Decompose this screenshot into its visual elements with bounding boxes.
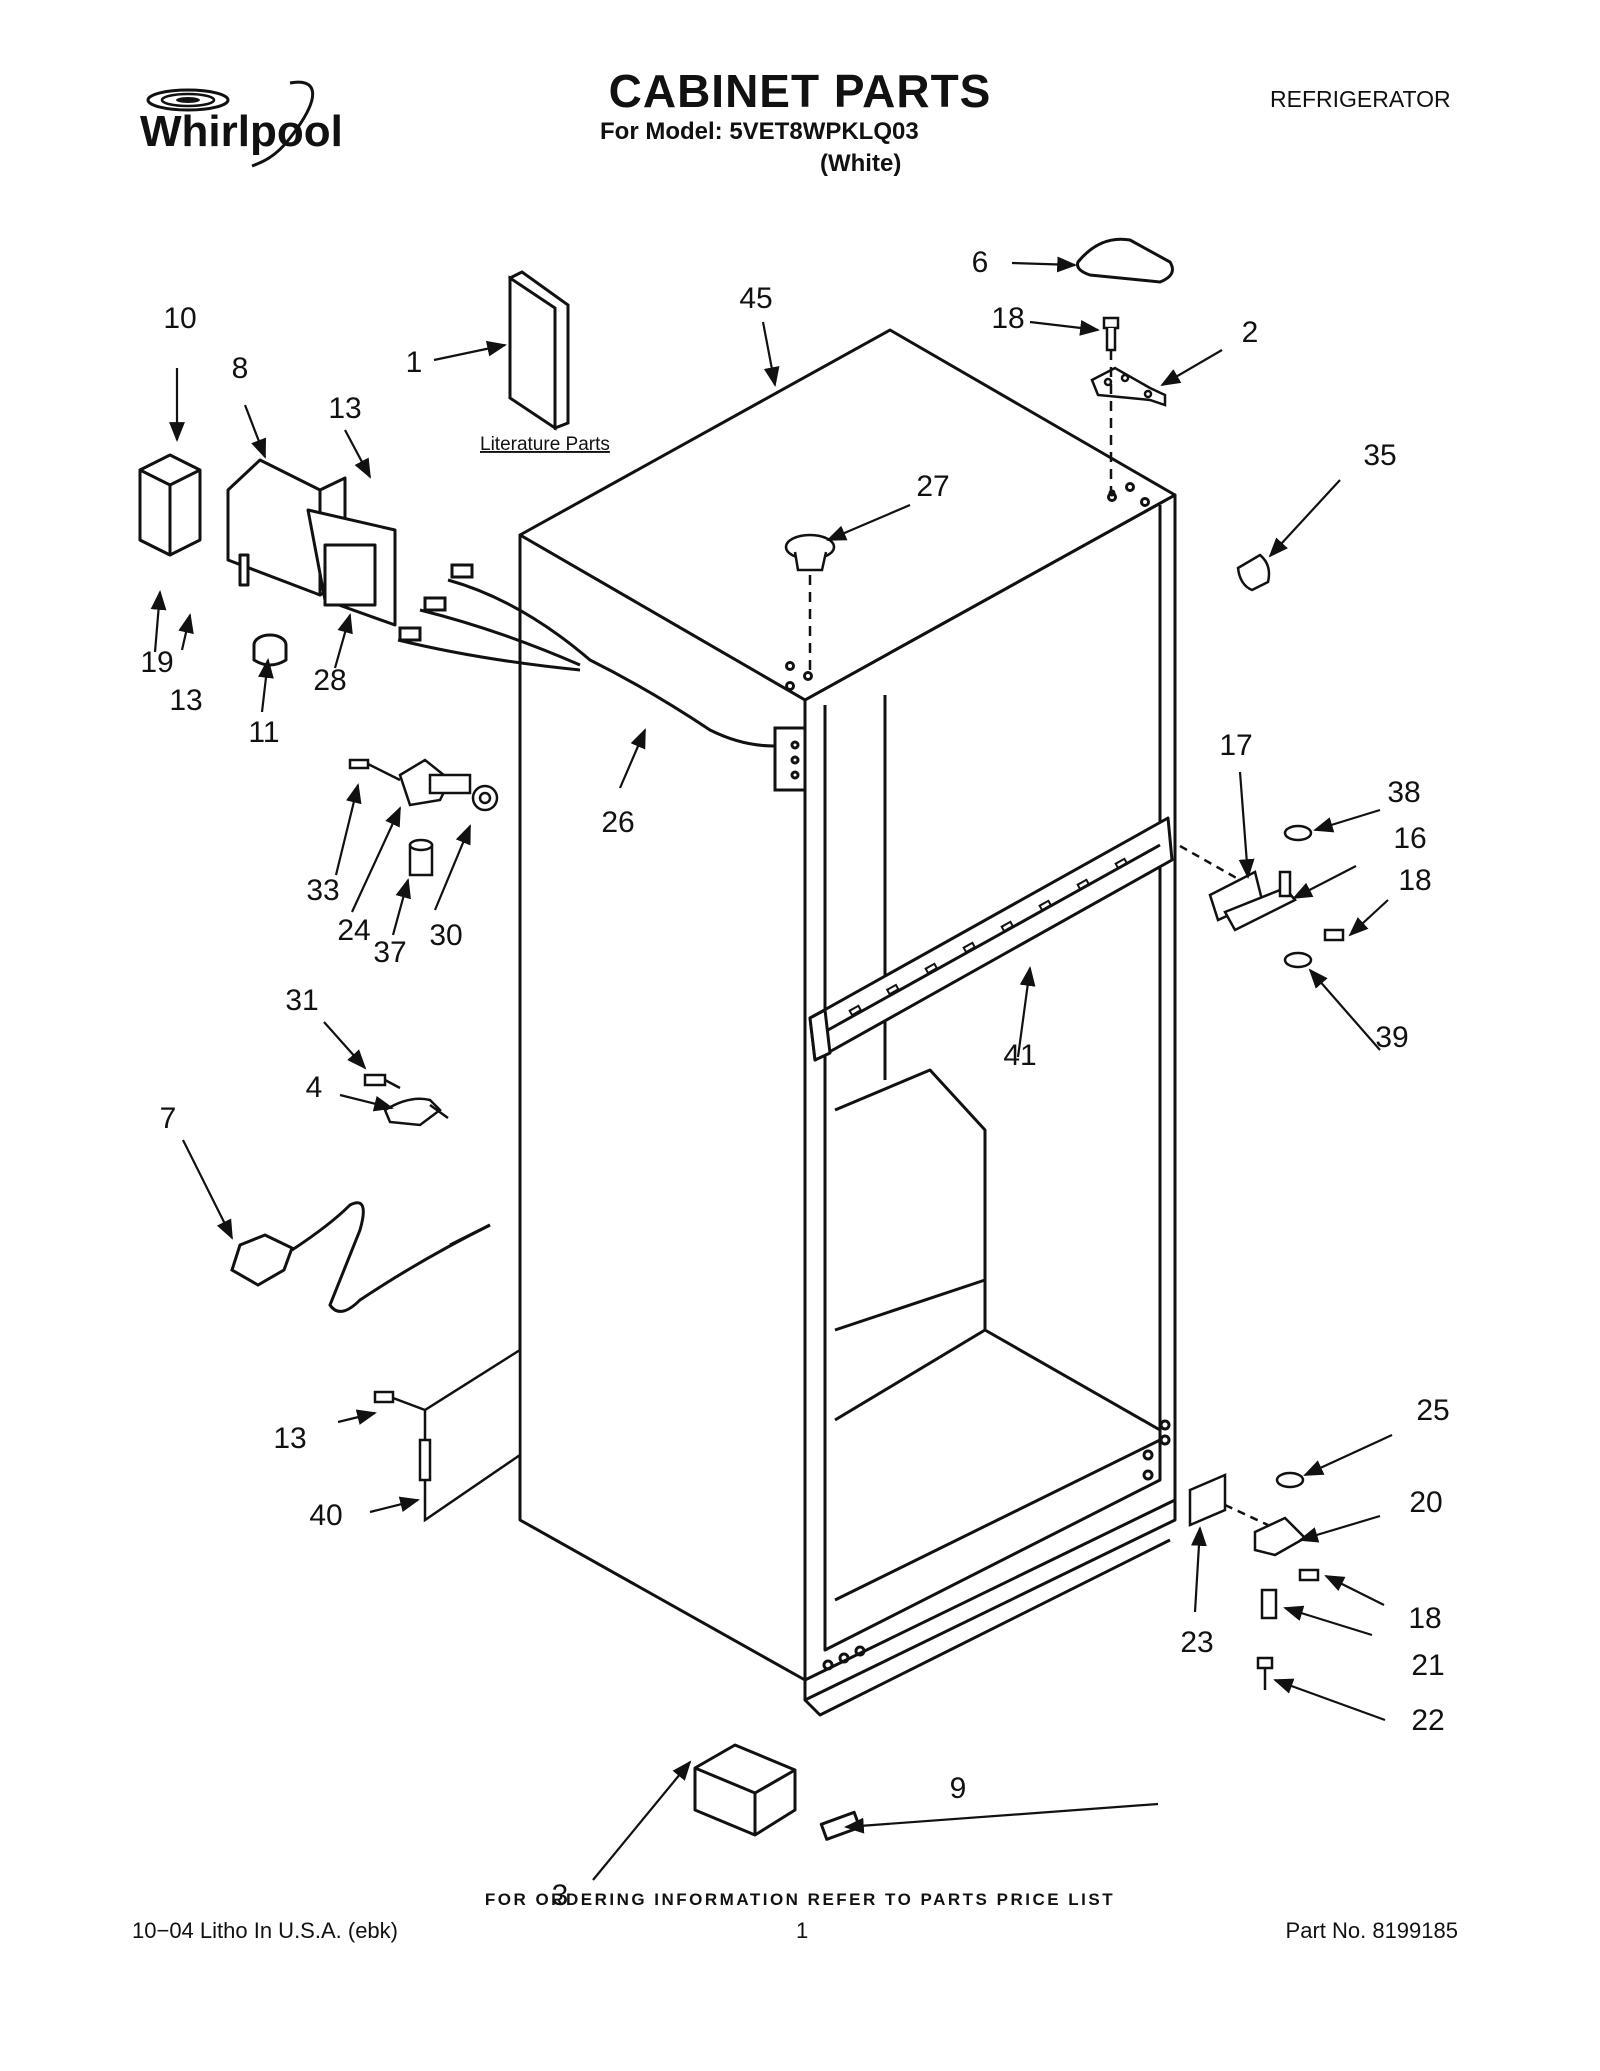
callout-6: 6 [972,246,989,279]
wire-harness [397,563,807,792]
callout-8: 8 [232,352,249,385]
callout-11: 11 [248,716,279,749]
model-line: For Model: 5VET8WPKLQ03 [600,118,919,145]
callout-21: 21 [1411,1649,1444,1682]
callout-26: 26 [601,806,634,839]
access-cover [373,1347,522,1523]
page-title: CABINET PARTS [608,65,992,117]
callout-9: 9 [950,1772,967,1805]
callout-24: 24 [337,914,370,947]
thermostat-bracket [348,758,499,877]
callout-3: 3 [552,1879,569,1912]
callout-19: 19 [140,646,173,679]
callout-18-c: 18 [1408,1602,1441,1635]
litho-line: 10−04 Litho In U.S.A. (ebk) [132,1918,398,1943]
callout-28: 28 [313,664,346,697]
callout-13-b: 13 [169,684,202,717]
callout-7: 7 [160,1102,177,1135]
callout-18-a: 18 [991,302,1024,335]
top-hinge [1090,316,1167,490]
rail-slots [848,857,1129,1017]
page-number: 1 [796,1918,809,1943]
ordering-note: FOR ORDERING INFORMATION REFER TO PARTS … [484,1890,1116,1909]
plug-button [784,533,836,670]
callout-40: 40 [309,1499,342,1532]
callout-27: 27 [916,470,949,503]
callout-20: 20 [1409,1486,1442,1519]
callout-10: 10 [163,302,196,335]
product-type: REFRIGERATOR [1270,86,1451,112]
callout-30: 30 [429,919,462,952]
callout-31: 31 [285,984,318,1017]
control-box [138,453,397,667]
literature-booklet [508,270,570,431]
callout-22: 22 [1411,1704,1444,1737]
cabinet-shell [518,328,1177,1717]
roller-leveler [693,1743,862,1841]
hinge-cover [1076,237,1174,284]
callout-41: 41 [1003,1039,1036,1072]
bottom-hinge [1188,1471,1320,1690]
callout-4: 4 [306,1071,323,1104]
center-hinge [1179,824,1345,969]
callout-25: 25 [1416,1394,1449,1427]
callout-23: 23 [1180,1626,1213,1659]
mullion-rail [808,816,1174,1062]
callout-13-a: 13 [328,392,361,425]
callout-arrows [150,256,1393,1881]
logo-wordmark: Whirlpool [140,107,343,156]
callout-33: 33 [306,874,339,907]
callout-labels: 1 2 3 4 6 7 8 9 10 11 13 13 13 16 17 18 … [140,246,1449,1912]
callout-18-b: 18 [1398,864,1431,897]
whirlpool-swirl-icon: Whirlpool [140,80,343,168]
callout-17: 17 [1219,729,1252,762]
callout-2: 2 [1242,316,1259,349]
callout-1: 1 [406,346,423,379]
hinge-pin-cover [1236,553,1271,592]
callout-13-c: 13 [273,1422,306,1455]
callout-38: 38 [1387,776,1420,809]
callout-37: 37 [373,936,406,969]
whirlpool-logo: Whirlpool [140,78,380,168]
model-color: (White) [820,150,902,177]
callout-39: 39 [1375,1021,1408,1054]
cord-clamp [363,1073,449,1127]
callout-35: 35 [1363,439,1396,472]
callout-16: 16 [1393,822,1426,855]
literature-parts-label: Literature Parts [480,434,610,455]
part-number: Part No. 8199185 [1285,1918,1458,1943]
callout-45: 45 [739,282,772,315]
power-cord [230,1201,491,1313]
